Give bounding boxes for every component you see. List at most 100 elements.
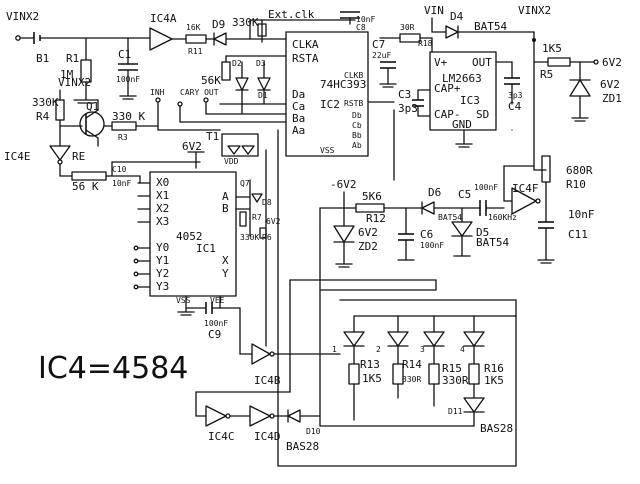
svg-text:4052: 4052 (176, 230, 203, 243)
svg-text:BAS28: BAS28 (286, 440, 319, 453)
svg-text:Q7: Q7 (240, 179, 250, 188)
svg-text:R16: R16 (484, 362, 504, 375)
svg-text:R10: R10 (566, 178, 586, 191)
q7-d8-cluster: Q7 D8 R7 330K R6 6V2 (235, 129, 281, 437)
svg-text:C5: C5 (458, 188, 471, 201)
svg-text:100nF: 100nF (116, 75, 140, 84)
svg-text:R11: R11 (188, 47, 203, 56)
svg-text:22uF: 22uF (372, 51, 391, 60)
svg-text:330K: 330K (232, 16, 259, 29)
gate-ic4b: IC4B (239, 307, 341, 387)
svg-text:BAS28: BAS28 (480, 422, 513, 435)
capacitor-c4: 3p3 C4 (455, 61, 523, 148)
svg-text:D1: D1 (258, 91, 268, 100)
svg-text:Y: Y (222, 267, 229, 280)
svg-text:Y3: Y3 (156, 280, 169, 293)
r9-c-top: 330K (232, 16, 356, 43)
gate-ic4d: IC4D (229, 405, 289, 443)
svg-text:R3: R3 (118, 133, 128, 142)
svg-text:BAT54: BAT54 (476, 236, 509, 249)
svg-text:X1: X1 (156, 189, 169, 202)
svg-text:RSTA: RSTA (292, 52, 319, 65)
svg-text:ZD2: ZD2 (358, 240, 378, 253)
svg-text:C9: C9 (208, 328, 221, 341)
svg-text:R12: R12 (366, 212, 386, 225)
svg-text:10nF: 10nF (112, 179, 131, 188)
diode-cluster: 56K D2 D3 D1 (201, 55, 287, 115)
svg-text:56 K: 56 K (72, 180, 99, 193)
gate-ic4e: IC4E RE 56 K (4, 125, 141, 193)
svg-text:330K: 330K (32, 96, 59, 109)
svg-text:ZD1: ZD1 (602, 92, 622, 105)
svg-text:74HC393: 74HC393 (320, 78, 366, 91)
svg-text:1K5: 1K5 (362, 372, 382, 385)
svg-text:X: X (222, 254, 229, 267)
svg-text:IC4C: IC4C (208, 430, 235, 443)
svg-text:BAT54: BAT54 (474, 20, 507, 33)
svg-text:CLKA: CLKA (292, 38, 319, 51)
svg-text:C3: C3 (398, 88, 411, 101)
svg-text:OUT: OUT (472, 56, 492, 69)
oscillator-ic4f: 680R R10 IC4F 160KHz 10nF C11 (488, 155, 595, 264)
svg-text:Y1: Y1 (156, 254, 169, 267)
svg-text:D10: D10 (306, 427, 321, 436)
svg-text:C7: C7 (372, 38, 385, 51)
svg-text:CARY OUT: CARY OUT (180, 88, 219, 97)
svg-text:X2: X2 (156, 202, 169, 215)
svg-text:CAP-: CAP- (434, 108, 461, 121)
svg-text:Ba: Ba (292, 112, 305, 125)
svg-text:INH: INH (150, 88, 165, 97)
svg-text:CAP+: CAP+ (434, 82, 461, 95)
svg-text:56K: 56K (201, 74, 221, 87)
net-6v2-mid: 6V2 (182, 140, 202, 153)
svg-text:IC3: IC3 (460, 94, 480, 107)
svg-text:GND: GND (452, 118, 472, 131)
svg-text:R13: R13 (360, 358, 380, 371)
svg-text:Ca: Ca (292, 100, 305, 113)
svg-text:A: A (222, 190, 229, 203)
output-6v2: VINX2 1K5 R5 6V2 6V2 ZD1 (518, 4, 622, 171)
svg-text:10nF: 10nF (356, 15, 375, 24)
svg-text:Db: Db (352, 111, 362, 120)
net-vinx2-left: VINX2 (6, 10, 39, 23)
resistor-r1: R1 1M (60, 37, 92, 101)
svg-text:X0: X0 (156, 176, 169, 189)
net-vinx2-right: VINX2 (518, 4, 551, 17)
svg-text:1K5: 1K5 (542, 42, 562, 55)
svg-text:10nF: 10nF (568, 208, 595, 221)
capacitor-c10: C10 10nF (111, 161, 201, 188)
svg-text:IC4E: IC4E (4, 150, 31, 163)
svg-text:IC1: IC1 (196, 242, 216, 255)
capacitor-c9: 100nF C9 (177, 295, 241, 341)
svg-text:Bb: Bb (352, 131, 362, 140)
svg-text:CLKB: CLKB (344, 71, 363, 80)
ext-clock: Ext.clk 10nF C8 (268, 8, 375, 32)
svg-text:T1: T1 (206, 130, 219, 143)
svg-text:3: 3 (420, 345, 425, 354)
gate-ic4a: IC4A 16K R11 D9 (127, 12, 287, 56)
vin-d4: VIN D4 BAT54 30R R18 (379, 4, 535, 53)
inh-carry: INH CARY OUT (150, 88, 287, 131)
ic3-lm2663: V+ OUT LM2663 CAP+ IC3 CAP- GND SD (429, 51, 497, 131)
led-array: 1 R13 1K5 2 R14 330R 3 R15 330R 4 R16 1K… (319, 289, 517, 467)
gate-ic4c: IC4C (195, 391, 291, 443)
svg-text:R7: R7 (252, 213, 262, 222)
ic1-4052: X0 X1 X2 X3 Y0 Y1 Y2 Y3 A B X Y 4052 IC1… (133, 171, 237, 305)
svg-text:VEE: VEE (210, 296, 225, 305)
svg-text:Ab: Ab (352, 141, 362, 150)
svg-text:D2: D2 (232, 59, 242, 68)
label-zd2-value: 6V2 (358, 226, 378, 239)
transistor-q1: VINX2 330K R4 Q1 330 K R3 (32, 76, 159, 147)
svg-text:R15: R15 (442, 362, 462, 375)
svg-text:IC4D: IC4D (254, 430, 281, 443)
svg-text:100nF: 100nF (204, 319, 228, 328)
svg-text:160KHz: 160KHz (488, 213, 517, 222)
svg-text:2: 2 (376, 345, 381, 354)
net-6v2-out: 6V2 (602, 56, 622, 69)
svg-text:Y0: Y0 (156, 241, 169, 254)
svg-text:RE: RE (72, 150, 85, 163)
svg-text:C6: C6 (420, 228, 433, 241)
svg-text:Da: Da (292, 88, 305, 101)
svg-text:Ext.clk: Ext.clk (268, 8, 315, 21)
